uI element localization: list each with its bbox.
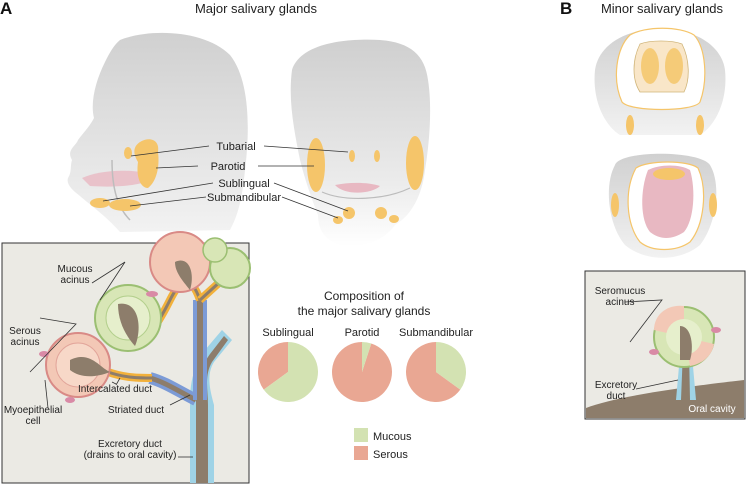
minor-title: Minor salivary glands <box>601 1 724 16</box>
legend-mucous-swatch <box>354 428 368 442</box>
upper-acini <box>149 231 251 293</box>
pie-slice-serous-sublingual <box>258 342 288 390</box>
palate-view <box>594 27 726 135</box>
serous-acinus <box>39 332 111 403</box>
serous-label-2: acinus <box>11 337 40 348</box>
myoepithelial-label-2: cell <box>25 416 40 427</box>
pie-slice-mucous-submandibular <box>436 342 467 390</box>
submandibular-label: Submandibular <box>207 192 281 204</box>
legend-serous-label: Serous <box>373 449 408 461</box>
pie-label-sublingual: Sublingual <box>262 327 313 339</box>
acinus-leader-lines <box>29 261 193 458</box>
tubarial-label: Tubarial <box>216 141 255 153</box>
tongue-view <box>608 153 717 258</box>
pie-slice-serous-submandibular <box>406 342 461 402</box>
side-head <box>67 32 248 232</box>
legend-mucous-label: Mucous <box>373 431 412 443</box>
gland-labels: Tubarial Parotid Sublingual Submandibula… <box>207 141 281 204</box>
composition-title-1: Composition of <box>324 289 405 303</box>
excretory-duct-label-2: (drains to oral cavity) <box>84 450 177 461</box>
panel-b-letter: B <box>560 0 572 18</box>
parotid-label: Parotid <box>211 161 246 173</box>
excretory-duct-label-1: Excretory duct <box>98 439 162 450</box>
mucous-acinus <box>94 284 162 352</box>
composition-title-2: the major salivary glands <box>298 304 431 318</box>
acinus-detail-box <box>1 242 250 484</box>
minor-detail-box <box>584 270 746 420</box>
front-head-glands <box>307 136 424 224</box>
minor-excretory-label-2: duct <box>607 391 626 402</box>
pie-label-submandibular: Submandibular <box>399 327 473 339</box>
mucous-label-2: acinus <box>61 275 90 286</box>
myoepithelial-label-1: Myoepithelial <box>4 405 62 416</box>
striated-duct-label: Striated duct <box>108 405 164 416</box>
pie-slice-mucous-parotid <box>362 342 372 372</box>
front-head <box>290 39 431 247</box>
pie-slice-serous-parotid <box>332 342 393 403</box>
panel-a-letter: A <box>0 0 12 18</box>
pie-slice-mucous-sublingual <box>263 342 319 402</box>
seromucus-label-1: Seromucus <box>595 286 646 297</box>
minor-excretory-label-1: Excretory <box>595 380 637 391</box>
serous-label-1: Serous <box>9 326 41 337</box>
pie-label-parotid: Parotid <box>345 327 380 339</box>
mucous-label-1: Mucous <box>57 264 92 275</box>
gland-leader-lines <box>102 145 349 219</box>
oral-cavity-floor <box>586 380 744 418</box>
acinus-labels: Mucous acinus Serous acinus Intercalated… <box>4 264 177 461</box>
pie-charts: Sublingual Parotid Submandibular <box>258 327 473 403</box>
composition-section: Composition of the major salivary glands… <box>258 289 473 461</box>
intercalated-duct-label: Intercalated duct <box>78 384 152 395</box>
minor-labels: Seromucus acinus Excretory duct Oral cav… <box>595 286 736 415</box>
legend-serous-swatch <box>354 446 368 460</box>
major-title: Major salivary glands <box>195 1 318 16</box>
seromucus-label-2: acinus <box>606 297 635 308</box>
oral-cavity-label: Oral cavity <box>688 404 735 415</box>
sublingual-label: Sublingual <box>218 178 269 190</box>
